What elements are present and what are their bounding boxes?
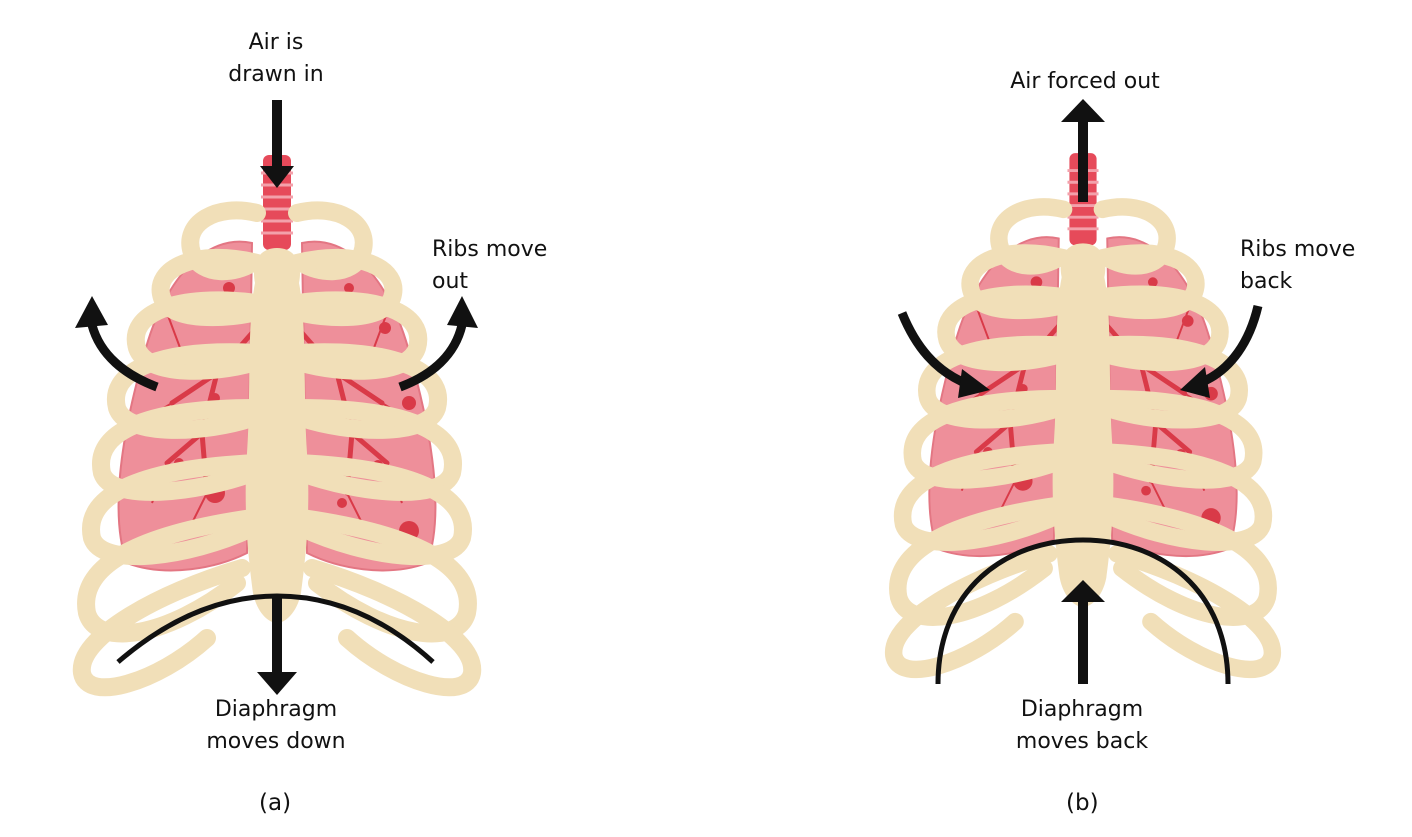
diaphragm-label-a-line2: moves down xyxy=(206,729,346,754)
curved-arrow-head-right-a xyxy=(447,296,478,328)
ribs-label-b-line2: back xyxy=(1240,269,1293,294)
diaphragm-label-b-line1: Diaphragm xyxy=(1020,697,1144,722)
curved-arrow-icon xyxy=(398,323,467,392)
ribs-label-a: Ribs move out xyxy=(432,234,572,298)
curved-arrow-head-left-b xyxy=(958,369,990,398)
diaphragm-b xyxy=(935,537,1231,685)
arrow-down-icon xyxy=(257,598,297,695)
ribs-label-b-line1: Ribs move xyxy=(1240,237,1356,262)
arrow-up-icon xyxy=(1061,99,1105,202)
ribs-label-b: Ribs move back xyxy=(1240,234,1390,298)
ribs-label-a-line2: out xyxy=(432,269,469,294)
diaphragm-label-a: Diaphragm moves down xyxy=(196,694,356,758)
caption-b: (b) xyxy=(1066,790,1099,816)
ribs-label-a-line1: Ribs move xyxy=(432,237,548,262)
curved-arrow-icon xyxy=(897,311,972,390)
caption-a: (a) xyxy=(259,790,292,816)
air-label-a-line1: Air is xyxy=(248,30,304,55)
arrow-up-icon xyxy=(1061,580,1105,684)
air-label-b-line1: Air forced out xyxy=(1010,69,1160,94)
air-label-a: Air is drawn in xyxy=(206,27,346,91)
diaphragm-a xyxy=(116,593,435,664)
air-label-a-line2: drawn in xyxy=(228,62,324,87)
curved-arrow-head-left-a xyxy=(75,296,108,328)
diaphragm-label-a-line1: Diaphragm xyxy=(214,697,338,722)
air-label-b: Air forced out xyxy=(990,66,1180,98)
curved-arrow-head-right-b xyxy=(1180,367,1210,398)
curved-arrow-icon xyxy=(87,323,159,392)
arrow-down-icon xyxy=(260,100,294,188)
diaphragm-label-b: Diaphragm moves back xyxy=(1002,694,1162,758)
curved-arrow-icon xyxy=(1198,304,1263,388)
diaphragm-label-b-line2: moves back xyxy=(1015,729,1149,754)
